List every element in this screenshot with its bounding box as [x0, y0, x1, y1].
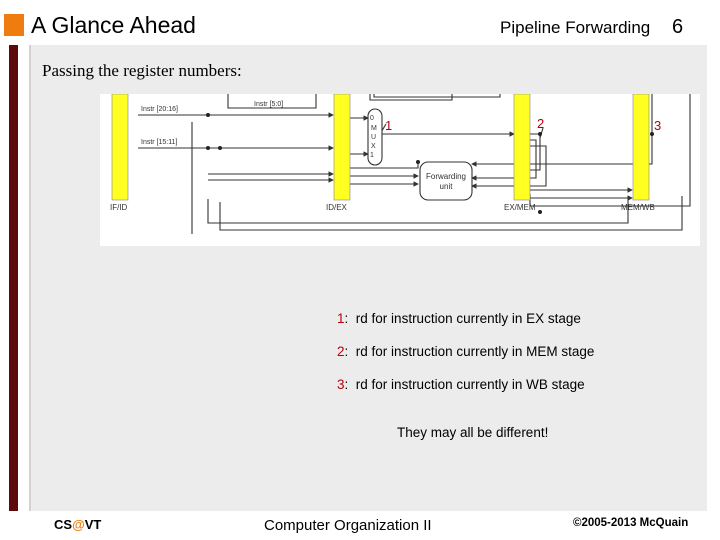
marker-1: 1: [385, 118, 392, 133]
wire: [350, 162, 419, 169]
title-accent-square: [4, 14, 24, 36]
forwarding-unit-label-2: unit: [440, 182, 454, 191]
id-ex-register: [333, 94, 351, 201]
forwarding-unit-label-1: Forwarding: [426, 172, 466, 181]
closing-remark: They may all be different!: [397, 425, 549, 440]
note-1-sep: :: [344, 311, 349, 326]
junction-dot: [206, 146, 210, 150]
note-2-number: 2: [337, 344, 345, 359]
pipeline-diagram: 0 M U X 1 Forwarding unit Instr [20:16] …: [100, 94, 700, 246]
wire: [471, 94, 653, 167]
footer-at-symbol: @: [72, 517, 85, 532]
wire: [373, 94, 501, 98]
mux-label-1: 1: [370, 152, 374, 159]
wire: [521, 133, 541, 173]
junction-dot: [538, 132, 542, 136]
note-3-sep: :: [344, 377, 349, 392]
slide-number: 6: [672, 16, 684, 38]
wire: [471, 145, 547, 189]
instr-15-11-label: Instr [15:11]: [141, 139, 178, 146]
note-3-text: rd for instruction currently in WB stage: [355, 377, 585, 392]
footer-left: CS@VT: [54, 517, 101, 532]
mux-label-u: U: [371, 134, 376, 141]
pipeline-diagram-svg: 0 M U X 1 Forwarding unit Instr [20:16] …: [110, 94, 691, 234]
footer-course-title: Computer Organization II: [264, 517, 432, 534]
mux-label-x: X: [371, 143, 376, 150]
wire: [471, 139, 537, 181]
mux-shape: [367, 108, 383, 166]
note-3-number: 3: [337, 377, 345, 392]
slide-section: Pipeline Forwarding: [500, 18, 651, 37]
forwarding-unit: [419, 161, 473, 201]
note-1: 1: rd for instruction currently in EX st…: [337, 311, 581, 326]
note-2-sep: :: [344, 344, 349, 359]
note-3: 3: rd for instruction currently in WB st…: [337, 377, 585, 392]
junction-dot: [538, 210, 542, 214]
junction-dot: [206, 113, 210, 117]
id-ex-label: ID/EX: [326, 203, 348, 212]
note-1-text: rd for instruction currently in EX stage: [355, 311, 581, 326]
note-2-text: rd for instruction currently in MEM stag…: [355, 344, 595, 359]
wire: [207, 196, 629, 224]
ex-mem-label: EX/MEM: [504, 203, 536, 212]
junction-dot: [218, 146, 222, 150]
wire: [529, 94, 691, 207]
instr-20-16-label: Instr [20:16]: [141, 106, 178, 113]
ex-mem-register: [513, 94, 531, 201]
wire: [227, 94, 317, 109]
slide-title: A Glance Ahead: [31, 12, 196, 38]
note-1-number: 1: [337, 311, 345, 326]
footer-left-suffix: VT: [84, 517, 102, 532]
note-2: 2: rd for instruction currently in MEM s…: [337, 344, 594, 359]
wire: [219, 196, 683, 231]
mux-label-m: M: [371, 125, 377, 132]
marker-3: 3: [654, 118, 661, 133]
footer-left-prefix: CS: [54, 517, 73, 532]
if-id-label: IF/ID: [110, 203, 128, 212]
junction-dot: [650, 132, 654, 136]
instr-5-0-label: Instr [5:0]: [254, 101, 283, 108]
mux-label-0: 0: [370, 115, 374, 122]
if-id-register: [111, 94, 129, 201]
slide-subtitle: Passing the register numbers:: [42, 61, 242, 80]
left-accent-bar: [9, 45, 18, 511]
footer-copyright: ©2005-2013 McQuain: [573, 517, 689, 529]
mem-wb-register: [632, 94, 650, 201]
junction-dot: [416, 160, 420, 164]
marker-2: 2: [537, 116, 544, 131]
mem-wb-label: MEM/WB: [621, 203, 655, 212]
